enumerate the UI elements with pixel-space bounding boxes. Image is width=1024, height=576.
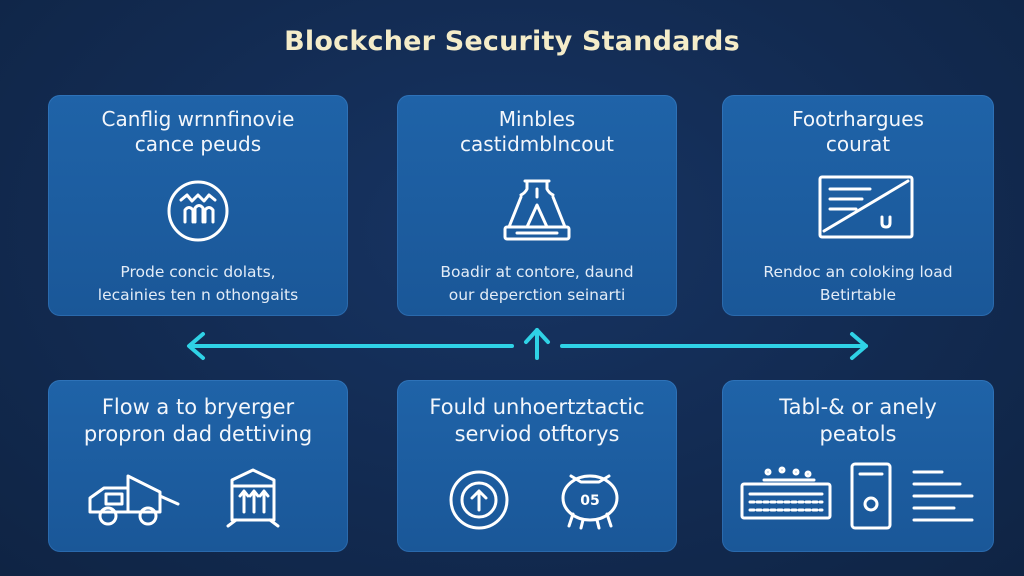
card-bottom-2: Fould unhoertztactic serviod otftorys 05 bbox=[397, 380, 677, 552]
card-title-line: Flow a to bryerger bbox=[101, 395, 295, 419]
face-icon bbox=[167, 180, 229, 242]
list-icon bbox=[912, 470, 974, 522]
card-description: Rendoc an coloking load Betirtable bbox=[722, 261, 994, 307]
card-title-line: Footrhargues bbox=[792, 107, 924, 131]
card-desc-line: Prode concic dolats, bbox=[120, 263, 276, 281]
lock-badge-icon: 05 bbox=[561, 474, 619, 530]
card-desc-line: Rendoc an coloking load bbox=[763, 263, 953, 281]
card-title-line: peatols bbox=[819, 422, 897, 446]
arrowhead-right bbox=[850, 332, 868, 360]
card-title-line: propron dad dettiving bbox=[83, 422, 313, 446]
badge-label: 05 bbox=[580, 493, 599, 509]
card-title-line: courat bbox=[825, 132, 891, 156]
card-title: Flow a to bryerger propron dad dettiving bbox=[48, 394, 348, 448]
card-title-line: Fould unhoertztactic bbox=[429, 395, 645, 419]
card-desc-line: Betirtable bbox=[819, 286, 897, 304]
card-top-3: Footrhargues courat Rendoc an coloking l… bbox=[722, 95, 994, 316]
card-title: Minbles castidmblncout bbox=[397, 107, 677, 157]
card-title: Fould unhoertztactic serviod otftorys bbox=[397, 394, 677, 448]
cabinet-icon bbox=[226, 468, 280, 528]
diagram-title: Blockcher Security Standards bbox=[284, 26, 740, 57]
lab-device-icon bbox=[503, 179, 571, 241]
card-desc-line: lecainies ten n othongaits bbox=[97, 286, 299, 304]
arrowhead-left bbox=[187, 332, 205, 360]
card-top-1: Canflig wrnnfinovie cance peuds Prode co… bbox=[48, 95, 348, 316]
document-icon bbox=[818, 175, 914, 239]
card-title-line: serviod otftorys bbox=[454, 422, 620, 446]
upload-circle-icon bbox=[449, 470, 509, 530]
card-description: Prode concic dolats, lecainies ten n oth… bbox=[48, 261, 348, 307]
card-title-line: cance peuds bbox=[134, 132, 262, 156]
card-title-line: Canflig wrnnfinovie bbox=[101, 107, 295, 131]
truck-icon bbox=[88, 474, 180, 526]
arrowhead-up bbox=[524, 328, 550, 344]
card-title-line: castidmblncout bbox=[460, 132, 614, 156]
card-title-line: Minbles bbox=[498, 107, 576, 131]
card-top-2: Minbles castidmblncout Boadir at contore… bbox=[397, 95, 677, 316]
server-panel-icon bbox=[740, 466, 832, 520]
card-desc-line: Boadir at contore, daund bbox=[440, 263, 634, 281]
card-title: Footrhargues courat bbox=[722, 107, 994, 157]
card-title: Canflig wrnnfinovie cance peuds bbox=[48, 107, 348, 157]
card-title-line: Tabl-& or anely bbox=[779, 395, 937, 419]
card-bottom-1: Flow a to bryerger propron dad dettiving bbox=[48, 380, 348, 552]
card-title: Tabl-& or anely peatols bbox=[722, 394, 994, 448]
device-icon bbox=[850, 462, 892, 530]
card-description: Boadir at contore, daund our deperction … bbox=[397, 261, 677, 307]
card-desc-line: our deperction seinarti bbox=[448, 286, 626, 304]
card-bottom-3: Tabl-& or anely peatols bbox=[722, 380, 994, 552]
